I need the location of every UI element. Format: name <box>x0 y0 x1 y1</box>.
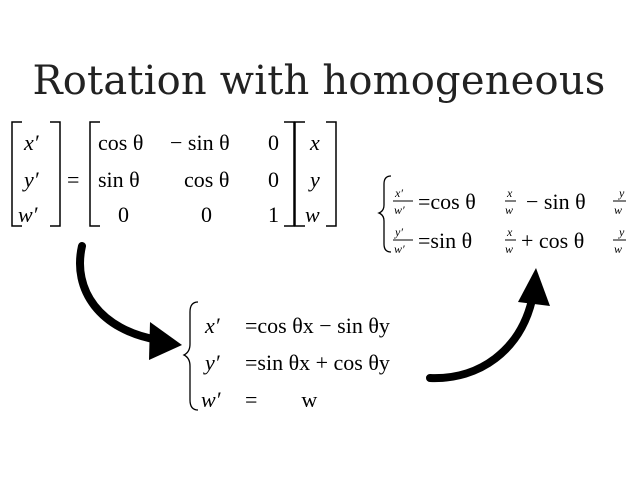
norm1-frac-num: x′ <box>394 186 403 200</box>
matrix-right-bracket <box>284 121 295 227</box>
norm2-f2-num: y <box>618 225 625 239</box>
matrix-cell-0-0: cos θ <box>98 130 143 155</box>
lhs-y-prime: y′ <box>22 167 40 192</box>
matrix-cell-2-1: 0 <box>201 202 212 227</box>
matrix-cell-2-2: 1 <box>268 202 279 227</box>
rhs-y: y <box>308 167 320 192</box>
expanded-lhs-w-prime: w′ <box>201 387 222 412</box>
rhs-left-bracket <box>294 121 305 227</box>
matrix-left-bracket <box>89 121 100 227</box>
matrix-cell-1-2: 0 <box>268 167 279 192</box>
lhs-right-bracket <box>50 121 61 227</box>
equals-sign: = <box>67 167 79 192</box>
arrow-up-right-head <box>518 268 550 306</box>
matrix-equation: x′ y′ w′ = cos θ − sin θ 0 sin θ cos θ 0… <box>11 121 337 227</box>
norm2-f1-den: w <box>505 242 513 256</box>
arrow-up-right <box>426 268 550 383</box>
matrix-cell-1-1: cos θ <box>184 167 229 192</box>
expanded-brace <box>182 301 199 411</box>
lhs-x-prime: x′ <box>23 130 40 155</box>
arrow-down-right-shaft <box>76 242 162 344</box>
arrow-up-right-shaft <box>426 296 536 383</box>
matrix-cell-2-0: 0 <box>118 202 129 227</box>
norm1-frac-den: w′ <box>394 203 405 217</box>
expanded-lhs-y-prime: y′ <box>203 350 221 375</box>
expanded-lhs-x-prime: x′ <box>204 313 221 338</box>
rhs-right-bracket <box>326 121 337 227</box>
expanded-rhs-line2: =sin θx + cos θy <box>245 350 390 375</box>
matrix-cell-1-0: sin θ <box>98 167 140 192</box>
norm1-f2-num: y <box>618 186 625 200</box>
rhs-w: w <box>305 202 320 227</box>
expanded-rhs-line1: =cos θx − sin θy <box>245 313 390 338</box>
norm1-eq: =cos θ <box>418 189 476 214</box>
normalized-system: x′ w′ =cos θ x w − sin θ y w y′ w′ =sin … <box>377 175 626 256</box>
lhs-w-prime: w′ <box>18 202 39 227</box>
norm1-f1-num: x <box>506 186 513 200</box>
norm1-f2-den: w <box>614 203 622 217</box>
normalized-brace <box>377 175 392 253</box>
rhs-x: x <box>309 130 320 155</box>
norm2-f1-num: x <box>506 225 513 239</box>
norm2-frac-den: w′ <box>394 242 405 256</box>
norm1-f1-den: w <box>505 203 513 217</box>
matrix-cell-0-1: − sin θ <box>170 130 230 155</box>
expanded-system: x′ =cos θx − sin θy y′ =sin θx + cos θy … <box>182 301 390 412</box>
slide-title: Rotation with homogeneous <box>32 58 606 104</box>
matrix-cell-0-2: 0 <box>268 130 279 155</box>
lhs-left-bracket <box>11 121 22 227</box>
norm1-op: − sin θ <box>526 189 586 214</box>
norm2-op: + cos θ <box>521 228 584 253</box>
norm2-f2-den: w <box>614 242 622 256</box>
norm2-eq: =sin θ <box>418 228 472 253</box>
arrow-down-right <box>76 242 182 360</box>
expanded-rhs-line3: = w <box>245 387 317 412</box>
arrow-down-right-head <box>149 322 182 360</box>
norm2-frac-num: y′ <box>394 225 403 239</box>
